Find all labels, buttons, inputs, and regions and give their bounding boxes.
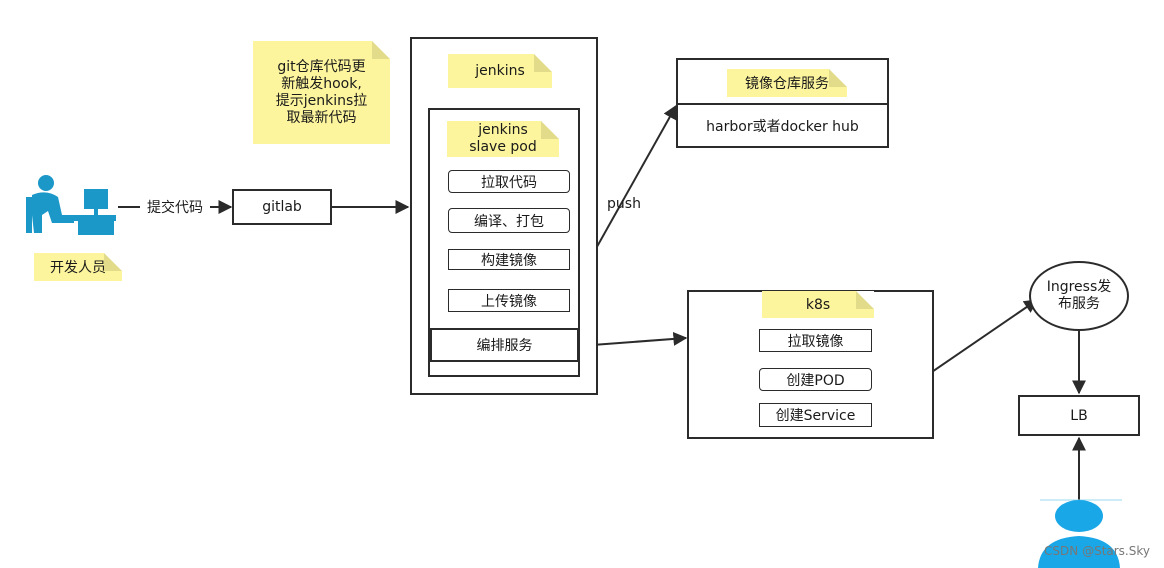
developer-icon [26,175,116,235]
developer-label: 开发人员 [34,253,122,281]
orchestrate-service: 编排服务 [430,328,579,362]
step-push-image: 上传镜像 [448,289,570,312]
k8s-step-create-pod: 创建POD [759,368,872,391]
jenkins-title: jenkins [448,54,552,88]
k8s-step-create-service: 创建Service [759,403,872,427]
step-compile-package: 编译、打包 [448,208,570,233]
slave-pod-title: jenkins slave pod [447,121,559,157]
step-build-image: 构建镜像 [448,249,570,270]
registry-content: harbor或者docker hub [676,103,889,148]
commit-label: 提交代码 [140,198,210,216]
k8s-step-pull-image: 拉取镜像 [759,329,872,352]
step-pull-code: 拉取代码 [448,170,570,193]
ingress-node: Ingress发 布服务 [1029,261,1129,331]
watermark: CSDN @Stars.Sky [1044,544,1150,558]
gitlab-node: gitlab [232,189,332,225]
registry-title: 镜像仓库服务 [727,69,847,97]
user-icon [1038,500,1120,568]
push-label: push [607,196,641,212]
lb-node: LB [1018,395,1140,436]
k8s-title: k8s [762,291,874,318]
hook-note: git仓库代码更 新触发hook, 提示jenkins拉 取最新代码 [253,41,390,144]
